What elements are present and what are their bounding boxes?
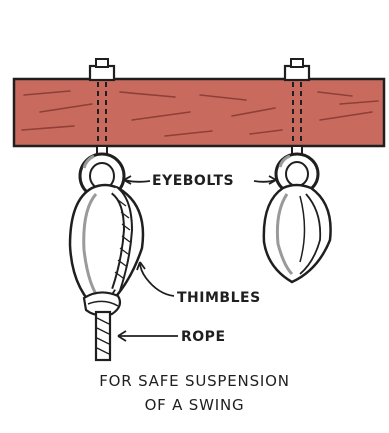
thimbles-label: THIMBLES xyxy=(177,290,261,306)
thimbles-arrow xyxy=(137,262,174,296)
leader-arrows xyxy=(118,176,276,341)
rope-label: ROPE xyxy=(181,329,226,345)
rope-arrow xyxy=(118,331,178,341)
eyebolts-label: EYEBOLTS xyxy=(152,173,234,189)
caption-line-1: FOR SAFE SUSPENSION xyxy=(0,372,389,390)
eyebolts-arrow-left xyxy=(124,176,150,184)
wooden-beam xyxy=(14,79,384,146)
eyebolts-arrow-right xyxy=(254,176,276,184)
caption-line-2: OF A SWING xyxy=(0,396,389,414)
thimble-right xyxy=(264,185,331,282)
